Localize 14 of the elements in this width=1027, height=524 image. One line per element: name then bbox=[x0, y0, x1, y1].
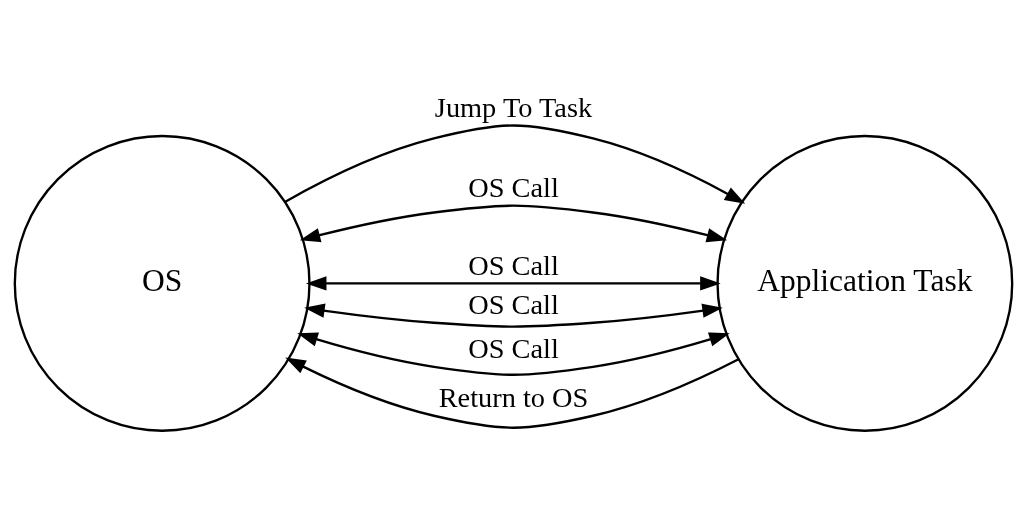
node-circle: OS bbox=[13, 134, 311, 432]
arrow bbox=[305, 275, 721, 291]
edge-label: OS Call bbox=[468, 249, 559, 281]
arrow bbox=[304, 303, 723, 328]
arrow bbox=[285, 357, 740, 429]
edge-label: Return to OS bbox=[438, 381, 589, 413]
arrow bbox=[284, 123, 746, 204]
edge-label: OS Call bbox=[468, 171, 559, 203]
edge-label: Jump To Task bbox=[434, 91, 593, 123]
edge-label: OS Call bbox=[468, 288, 559, 320]
edge-label: OS Call bbox=[468, 332, 559, 364]
node-circle: Application Task bbox=[716, 134, 1014, 432]
arrow bbox=[299, 204, 728, 242]
arrow bbox=[297, 332, 730, 376]
